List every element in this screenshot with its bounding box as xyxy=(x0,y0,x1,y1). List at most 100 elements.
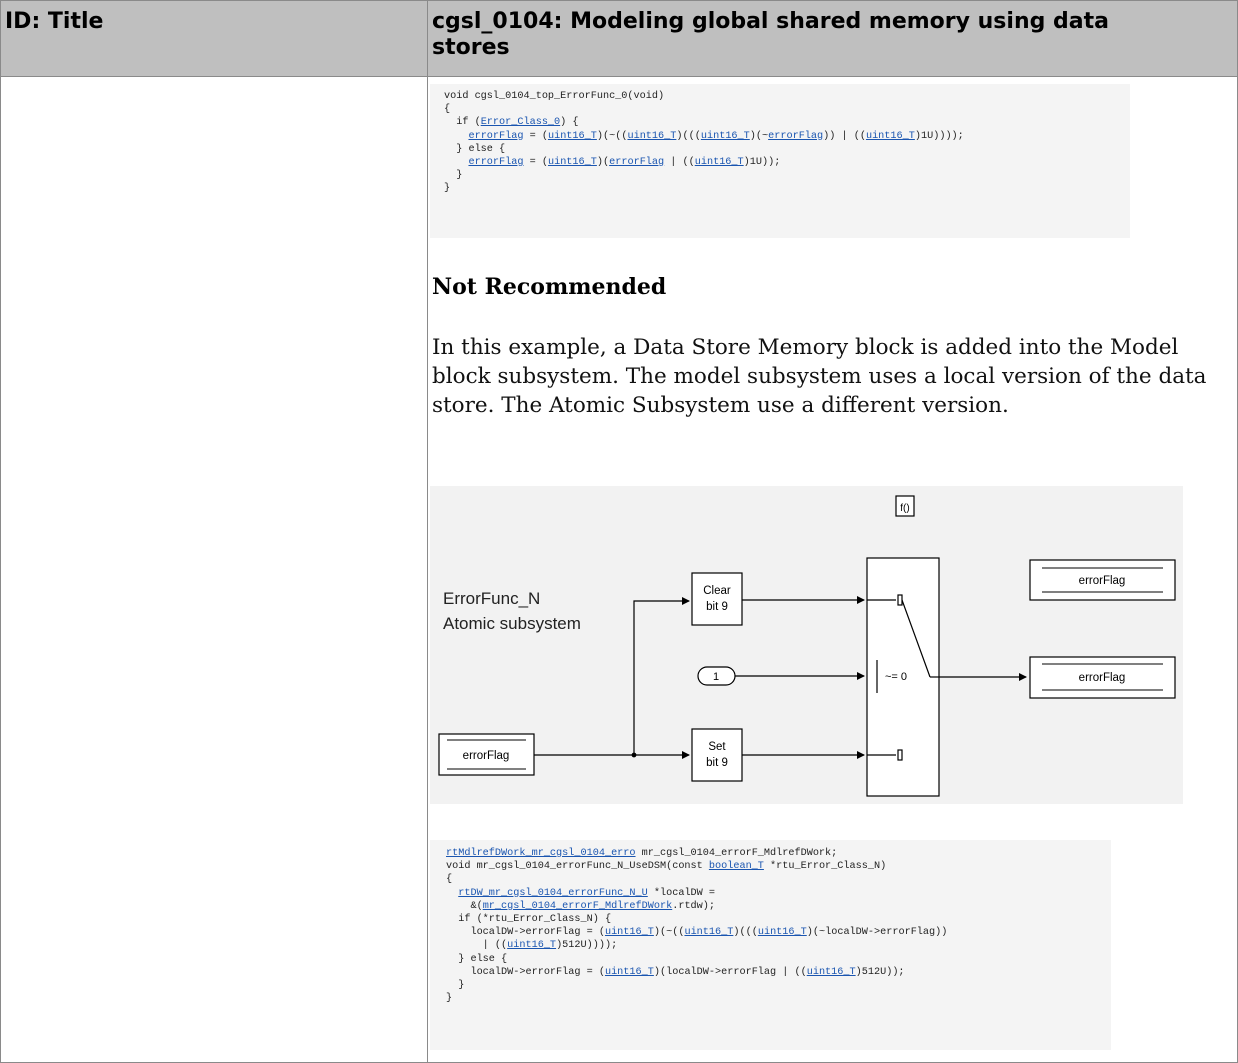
code-line: } else { xyxy=(444,143,1130,156)
code-text: } xyxy=(444,170,463,182)
code-identifier-link[interactable]: uint16_T xyxy=(694,156,744,168)
code-identifier-link[interactable]: uint16_T xyxy=(865,130,915,142)
code-text: } xyxy=(446,979,465,991)
signal-lines xyxy=(534,596,1027,759)
code-line: errorFlag = (uint16_T)(~((uint16_T)(((ui… xyxy=(444,130,1130,143)
code-text: )512U)); xyxy=(855,966,905,978)
code-text: )) | (( xyxy=(823,130,866,142)
code-text: { xyxy=(444,104,451,116)
code-line: } else { xyxy=(446,953,1111,966)
code-text: | (( xyxy=(664,156,695,168)
code-identifier-link[interactable]: uint16_T xyxy=(700,130,750,142)
code-line: | ((uint16_T)512U)))); xyxy=(446,939,1111,952)
code-line: void mr_cgsl_0104_errorFunc_N_UseDSM(con… xyxy=(446,860,1111,873)
constant-value: 1 xyxy=(713,671,719,683)
code-text: &( xyxy=(446,900,483,912)
code-identifier-link[interactable]: errorFlag xyxy=(768,130,824,142)
body-cell-left xyxy=(0,76,428,1063)
code-line: if (Error_Class_0) { xyxy=(444,116,1130,129)
code-identifier-link[interactable]: mr_cgsl_0104_errorF_MdlrefDWork xyxy=(482,900,673,912)
simulink-diagram: f() ErrorFunc_N Atomic subsystem errorFl… xyxy=(430,486,1183,804)
code-line: &(mr_cgsl_0104_errorF_MdlrefDWork.rtdw); xyxy=(446,900,1111,913)
code-identifier-link[interactable]: uint16_T xyxy=(547,156,597,168)
code-text: void cgsl_0104_top_ErrorFunc_0(void) xyxy=(444,91,665,102)
guideline-title: cgsl_0104: Modeling global shared memory… xyxy=(432,9,1109,60)
code-text: )512U)))); xyxy=(556,940,618,952)
code-text: localDW->errorFlag = ( xyxy=(446,966,605,978)
code-text xyxy=(444,131,468,142)
code-line: } xyxy=(446,992,1111,1005)
code-identifier-link[interactable]: errorFlag xyxy=(468,156,524,168)
set-bit-label-line2: bit 9 xyxy=(706,757,728,769)
code-text: )(~ xyxy=(749,130,769,142)
code-line: } xyxy=(444,169,1130,182)
code-text: localDW->errorFlag = ( xyxy=(446,927,605,939)
code-text: } xyxy=(446,993,453,1005)
code-identifier-link[interactable]: Error_Class_0 xyxy=(480,117,561,129)
code-line: errorFlag = (uint16_T)(errorFlag | ((uin… xyxy=(444,156,1130,169)
code-identifier-link[interactable]: uint16_T xyxy=(604,927,654,939)
code-identifier-link[interactable]: uint16_T xyxy=(547,130,597,142)
code-identifier-link[interactable]: uint16_T xyxy=(806,966,856,978)
function-call-block[interactable]: f() xyxy=(895,495,915,517)
constant-block[interactable]: 1 xyxy=(697,666,736,686)
code-text: { xyxy=(446,874,453,886)
code-text: void mr_cgsl_0104_errorFunc_N_UseDSM(con… xyxy=(446,861,709,873)
clear-bit-label-line1: Clear xyxy=(703,585,731,597)
code-text: } else { xyxy=(444,143,506,155)
code-identifier-link[interactable]: rtMdlrefDWork_mr_cgsl_0104_erro xyxy=(446,848,636,859)
code-identifier-link[interactable]: uint16_T xyxy=(757,927,807,939)
code-text: )((( xyxy=(676,130,701,142)
clear-bit-label-line2: bit 9 xyxy=(706,601,728,613)
subsystem-name: ErrorFunc_N xyxy=(443,589,540,608)
code-identifier-link[interactable]: uint16_T xyxy=(684,927,734,939)
code-text: )(~(( xyxy=(653,927,685,939)
code-identifier-link[interactable]: rtDW_mr_cgsl_0104_errorFunc_N_U xyxy=(458,887,648,899)
code-identifier-link[interactable]: uint16_T xyxy=(627,130,677,142)
code-line: localDW->errorFlag = (uint16_T)(~((uint1… xyxy=(446,926,1111,939)
code-line: { xyxy=(446,873,1111,886)
code-identifier-link[interactable]: uint16_T xyxy=(604,966,654,978)
code-text: .rtdw); xyxy=(672,900,716,912)
code-text: )(~(( xyxy=(596,130,628,142)
function-call-label: f() xyxy=(900,503,909,514)
not-recommended-heading: Not Recommended xyxy=(432,274,667,300)
code-identifier-link[interactable]: uint16_T xyxy=(507,940,557,952)
set-bit-block[interactable]: Set bit 9 xyxy=(691,728,743,782)
code-text: = ( xyxy=(523,130,548,142)
data-store-memory-label: errorFlag xyxy=(1079,575,1126,587)
branch-point xyxy=(631,752,637,758)
data-store-write-label: errorFlag xyxy=(1079,672,1126,684)
not-recommended-paragraph: In this example, a Data Store Memory blo… xyxy=(432,335,1207,418)
code-line: } xyxy=(446,979,1111,992)
code-line: { xyxy=(444,103,1130,116)
set-bit-label-line1: Set xyxy=(708,741,726,753)
code-text: if ( xyxy=(444,117,481,129)
code-text: ) { xyxy=(560,117,579,129)
data-store-read-block[interactable]: errorFlag xyxy=(438,733,535,776)
code-identifier-link[interactable]: errorFlag xyxy=(609,156,665,168)
code-text: *localDW = xyxy=(647,887,716,899)
code-text: } else { xyxy=(446,953,508,965)
code-text xyxy=(446,888,458,899)
data-store-memory-block[interactable]: errorFlag xyxy=(1029,559,1176,601)
data-store-write-block[interactable]: errorFlag xyxy=(1029,656,1176,699)
header-cell-id-title: ID: Title xyxy=(0,0,428,77)
code-line: localDW->errorFlag = (uint16_T)(localDW-… xyxy=(446,966,1111,979)
code-text: if (*rtu_Error_Class_N) { xyxy=(446,913,612,925)
code-text: | (( xyxy=(446,940,508,952)
code-line: rtDW_mr_cgsl_0104_errorFunc_N_U *localDW… xyxy=(446,887,1111,900)
code-line: if (*rtu_Error_Class_N) { xyxy=(446,913,1111,926)
code-text: )1U)); xyxy=(743,156,781,168)
code-text: = ( xyxy=(523,156,548,168)
code-identifier-link[interactable]: boolean_T xyxy=(708,861,764,873)
header-cell-guideline: cgsl_0104: Modeling global shared memory… xyxy=(427,0,1238,77)
code-text: )((( xyxy=(733,927,758,939)
clear-bit-block[interactable]: Clear bit 9 xyxy=(691,572,743,626)
switch-block[interactable]: ~= 0 xyxy=(866,557,940,797)
code-line: } xyxy=(444,182,1130,195)
code-block-model-reference: rtMdlrefDWork_mr_cgsl_0104_erro mr_cgsl_… xyxy=(430,840,1111,1050)
code-identifier-link[interactable]: errorFlag xyxy=(468,130,524,142)
subsystem-type: Atomic subsystem xyxy=(443,614,581,633)
